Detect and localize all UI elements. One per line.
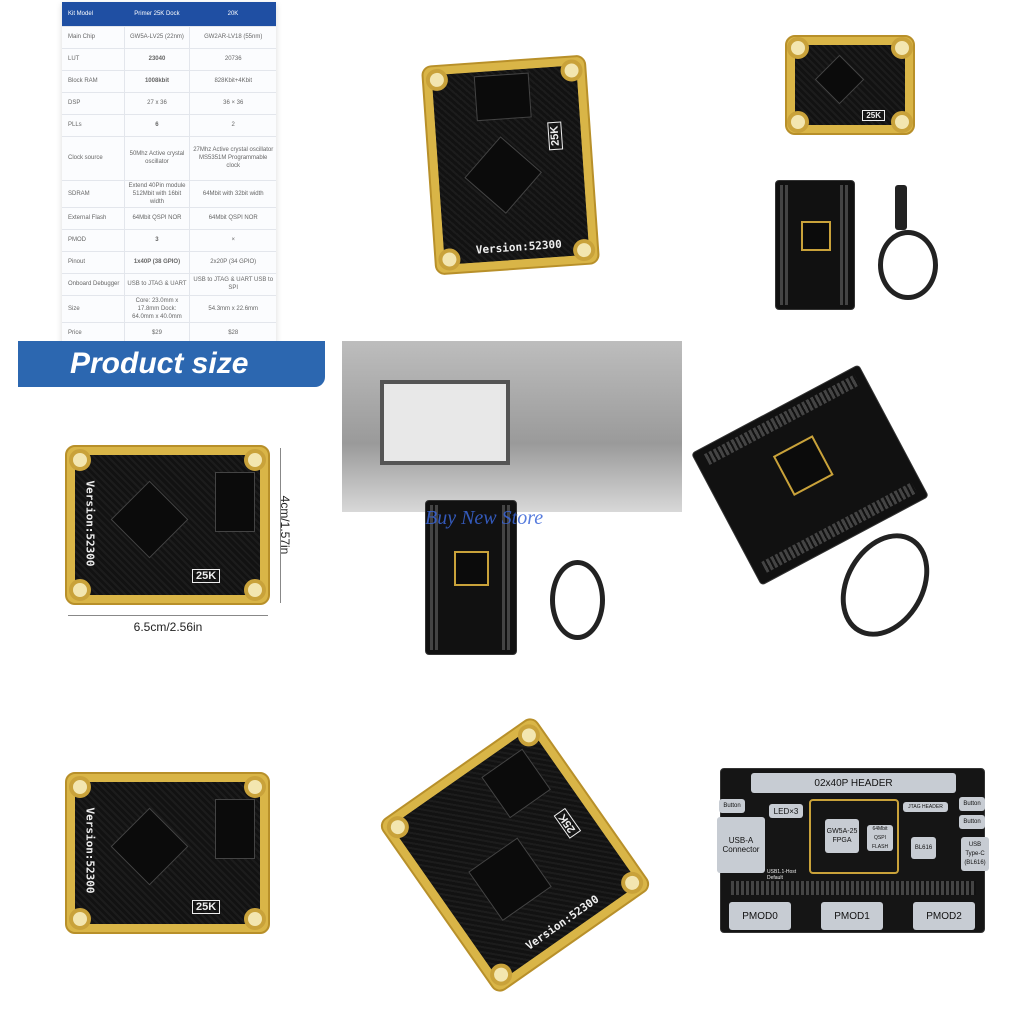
board-version: Version:52300	[83, 480, 97, 567]
spec-cell: 54.3mm x 22.6mm	[189, 294, 276, 322]
spec-cell: Price	[62, 321, 125, 344]
core-board-photo: 25K Version:52300	[420, 54, 601, 276]
spec-cell: 2	[189, 113, 276, 136]
watermark: Buy New Store	[425, 507, 544, 529]
spec-cell: PMOD	[62, 228, 125, 251]
spec-cell: 50Mhz Active crystal oscillator	[124, 135, 191, 180]
core-board-photo: 25K Version:52300	[65, 772, 270, 934]
spec-cell: $28	[189, 321, 276, 344]
spec-cell: 27 x 36	[124, 91, 191, 114]
width-dimension: 6.5cm/2.56in	[133, 620, 203, 634]
height-dimension: 4cm/1.57in	[278, 495, 292, 555]
board-tag: 25K	[862, 110, 885, 121]
spec-cell: DSP	[62, 91, 125, 114]
board-tag: 25K	[192, 569, 221, 583]
pmod0-label: PMOD0	[729, 902, 791, 930]
spec-cell: 6	[124, 113, 191, 136]
spec-cell: 64Mbit QSPI NOR	[189, 206, 276, 229]
spec-cell: USB to JTAG & UART	[124, 272, 191, 295]
board-version: Version:52300	[83, 807, 97, 894]
usb-cable	[878, 230, 938, 300]
spec-row: Price$29$28	[62, 321, 276, 344]
spec-header-row: Kit Model Primer 25K Dock 20K	[62, 2, 276, 26]
header-cell: Primer 25K Dock	[124, 2, 190, 26]
spec-cell: 64Mbit QSPI NOR	[124, 206, 191, 229]
led-label: LED×3	[769, 804, 803, 818]
spec-cell: Onboard Debugger	[62, 272, 125, 295]
spec-cell: 27Mhz Active crystal oscillator MS5351M …	[189, 135, 276, 180]
button-label: Button	[959, 815, 985, 829]
pmod1-label: PMOD1	[821, 902, 883, 930]
bl616-label: BL616	[911, 837, 936, 859]
spec-cell: 64Mbit with 32bit width	[189, 179, 276, 207]
spec-cell: Core: 23.0mm x 17.8mm Dock: 64.0mm x 40.…	[124, 294, 191, 322]
pmod2-label: PMOD2	[913, 902, 975, 930]
monitor	[380, 380, 510, 465]
spec-cell: 828Kbit+4Kbit	[189, 69, 276, 92]
spec-cell: Block RAM	[62, 69, 125, 92]
core-board-photo: 25K Version:52300	[376, 714, 654, 996]
jtag-label: JTAG HEADER	[903, 802, 948, 812]
spec-cell: Size	[62, 294, 125, 322]
spec-cell: GW2AR-LV18 (55nm)	[189, 25, 276, 48]
dock-board-photo	[775, 180, 855, 310]
spec-cell: SDRAM	[62, 179, 125, 207]
board-tag: 25K	[192, 900, 221, 914]
spec-cell: 2x20P (34 GPIO)	[189, 250, 276, 273]
flash-label: 64Mbit QSPI FLASH	[867, 825, 893, 851]
usb-cable	[550, 560, 605, 640]
dock-diagram: 02x40P HEADER Button LED×3 GW5A-25 FPGA …	[717, 768, 989, 933]
button-label: Button	[719, 799, 745, 813]
core-board-photo: 25K	[785, 35, 915, 135]
spec-cell: 3	[124, 228, 191, 251]
spec-cell: 36 × 36	[189, 91, 276, 114]
core-board-photo: 25K Version:52300	[65, 445, 270, 605]
spec-cell: Extend 40Pin module 512Mbit with 16bit w…	[124, 179, 191, 207]
spec-cell: GW5A-LV25 (22nm)	[124, 25, 191, 48]
usb-cable-plug	[895, 185, 907, 230]
spec-cell: USB to JTAG & UART USB to SPI	[189, 272, 276, 295]
width-dimension-line	[68, 615, 268, 616]
spec-cell: 23040	[124, 47, 191, 70]
dock-board-photo	[425, 500, 517, 655]
height-dimension-line	[280, 448, 281, 603]
spec-cell: ×	[189, 228, 276, 251]
header-label: 02x40P HEADER	[751, 773, 956, 793]
usba-label: USB-A Connector	[717, 817, 765, 873]
button-label: Button	[959, 797, 985, 811]
spec-cell: 20736	[189, 47, 276, 70]
spec-cell: 1008kbit	[124, 69, 191, 92]
spec-cell: 1x40P (38 GPIO)	[124, 250, 191, 273]
spec-cell: $29	[124, 321, 191, 344]
usbc-label: USB Type-C (BL616)	[961, 837, 989, 871]
header-cell: 20K	[189, 2, 276, 26]
product-size-banner: Product size	[18, 341, 325, 387]
header-cell: Kit Model	[62, 2, 124, 26]
spec-cell: LUT	[62, 47, 125, 70]
fpga-module: GW5A-25 FPGA 64Mbit QSPI FLASH	[809, 799, 899, 874]
spec-cell: Main Chip	[62, 25, 125, 48]
fpga-label: GW5A-25 FPGA	[825, 819, 859, 853]
spec-cell: PLLs	[62, 113, 125, 136]
usb-host-label: USB1.1-Host Default	[767, 869, 797, 881]
spec-cell: Pinout	[62, 250, 125, 273]
spec-cell: External Flash	[62, 206, 125, 229]
spec-cell: Clock source	[62, 135, 125, 180]
board-tag: 25K	[547, 121, 563, 151]
